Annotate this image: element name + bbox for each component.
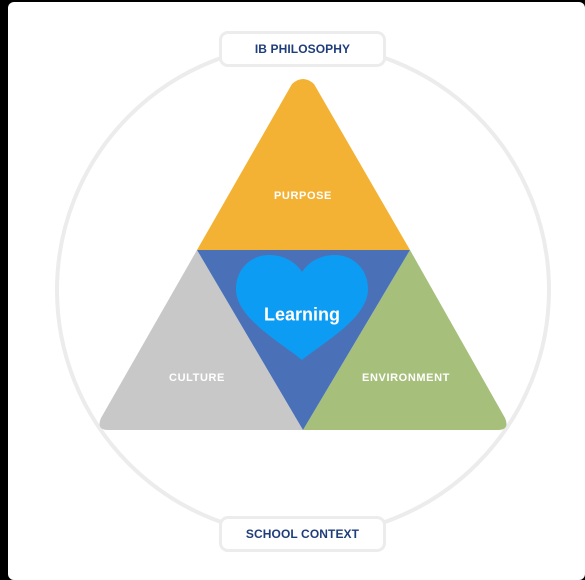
culture-segment [99, 250, 303, 430]
learning-label: Learning [263, 304, 341, 325]
environment-label: ENVIRONMENT [362, 372, 450, 384]
environment-segment [303, 250, 507, 430]
purpose-segment [197, 79, 410, 250]
school-context-label: SCHOOL CONTEXT [219, 516, 386, 552]
culture-label: CULTURE [169, 372, 225, 384]
heart-icon [236, 255, 368, 360]
ib-philosophy-label: IB PHILOSOPHY [219, 31, 386, 67]
purpose-label: PURPOSE [274, 190, 332, 202]
